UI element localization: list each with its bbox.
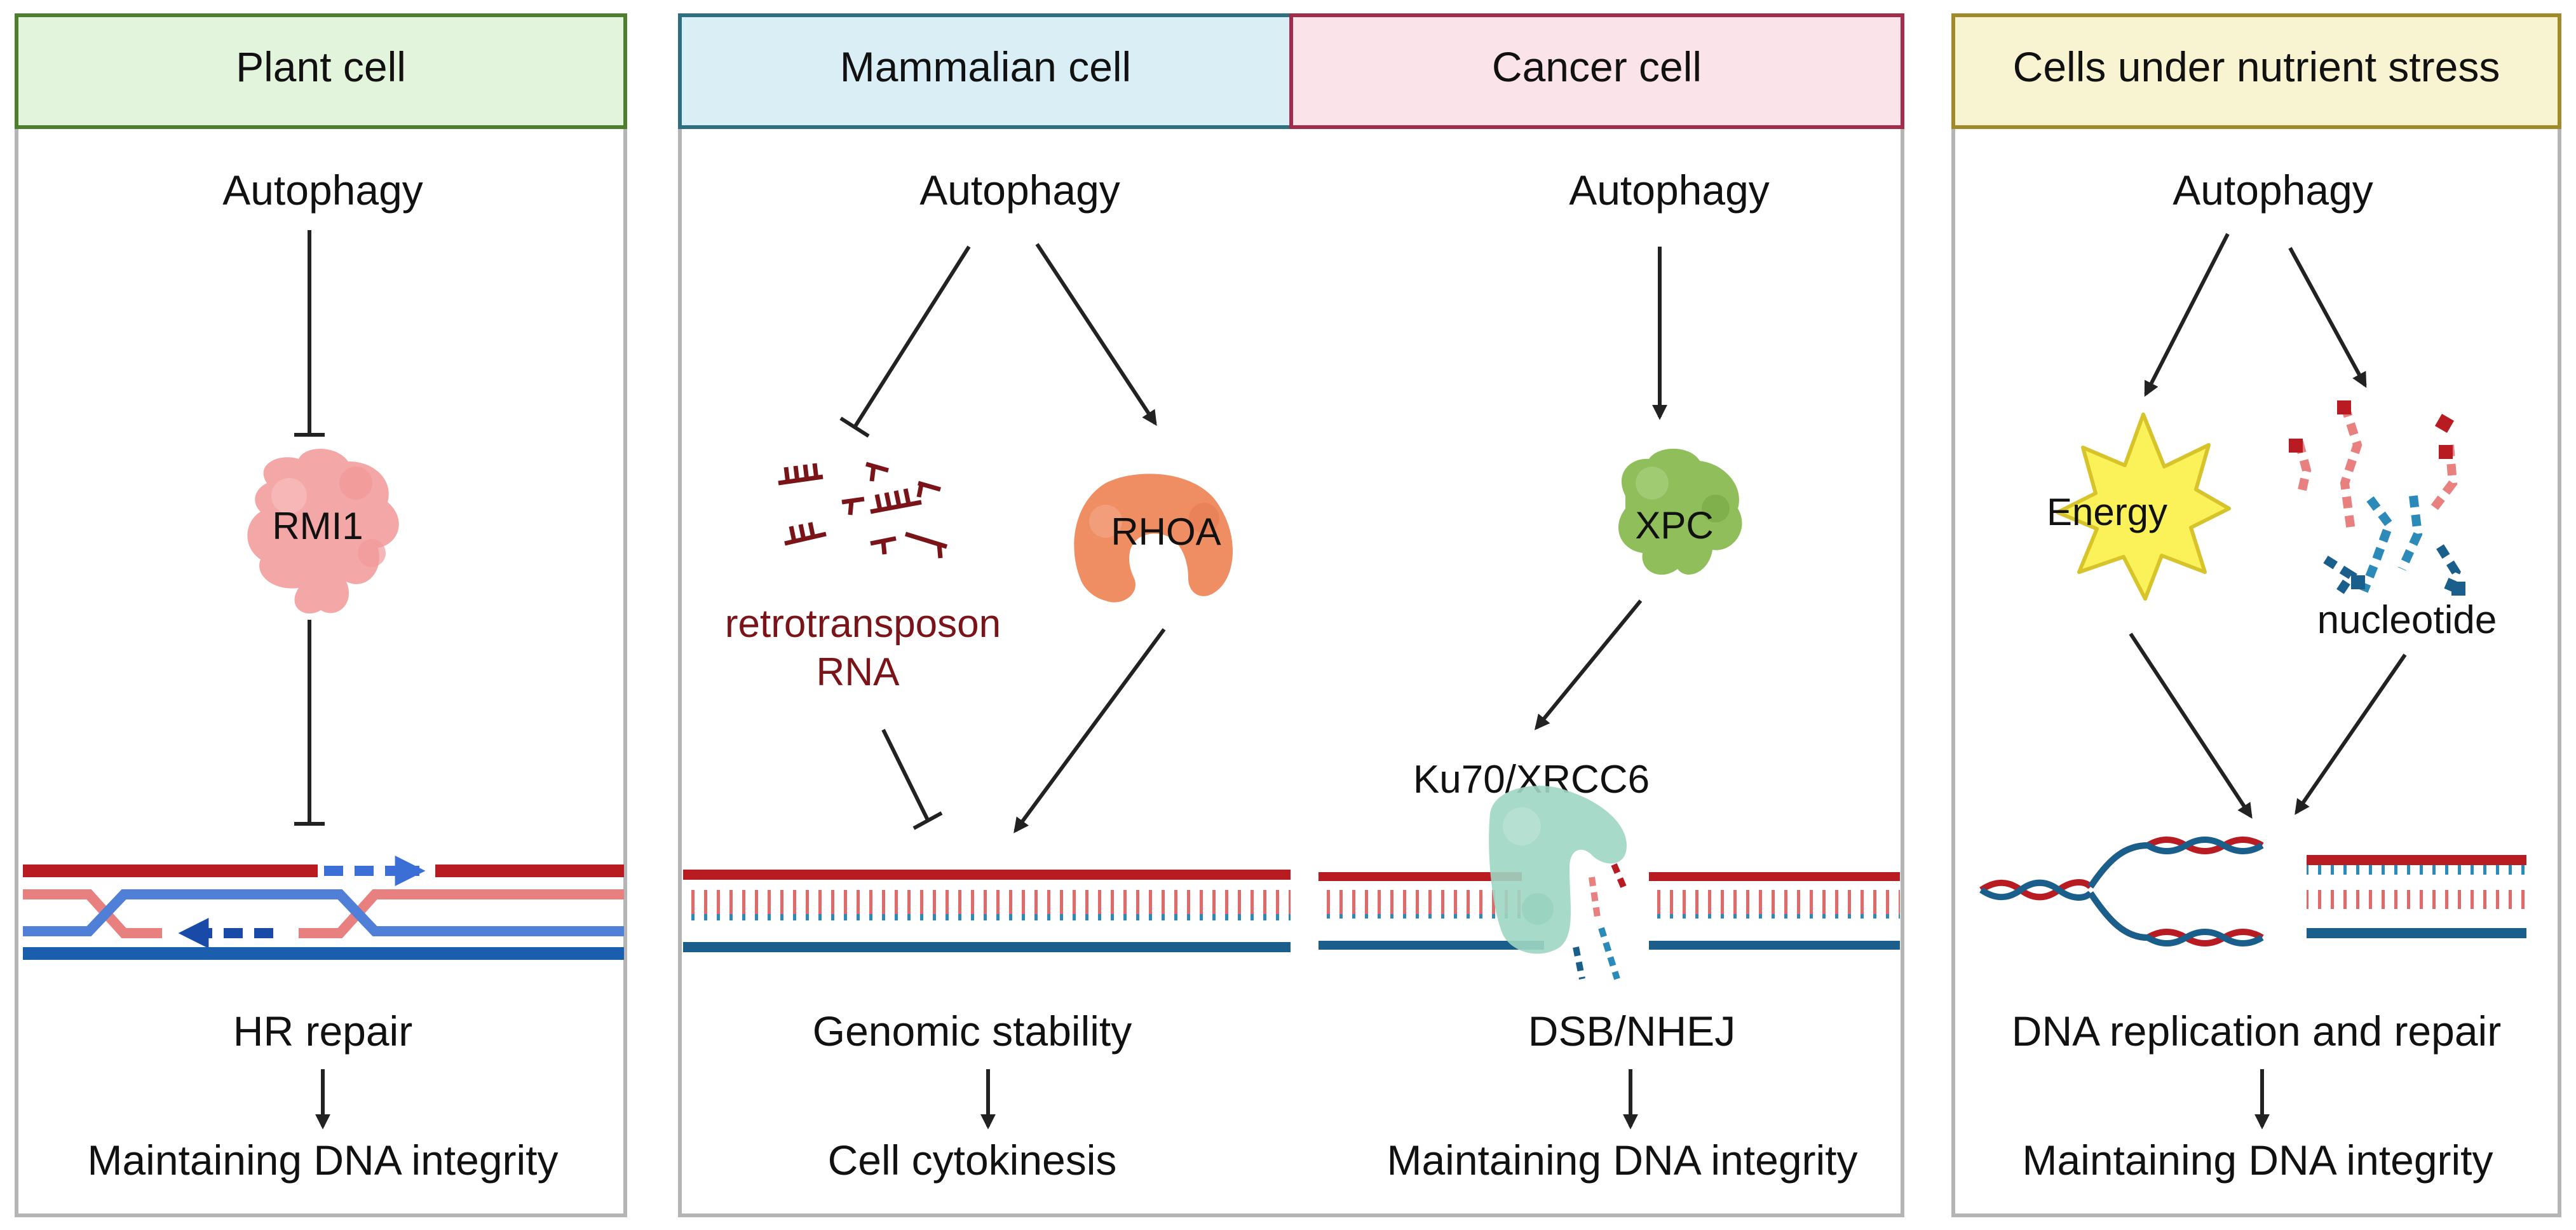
panel-nutrient-stress: Cells under nutrient stress Autophagy En… bbox=[1951, 13, 2561, 1217]
mammalian-inhibit-arrow-rna-genome bbox=[881, 728, 943, 830]
stress-autophagy-label: Autophagy bbox=[2173, 167, 2373, 214]
plant-autophagy-label: Autophagy bbox=[222, 167, 423, 214]
plant-outcome-label: Maintaining DNA integrity bbox=[87, 1137, 558, 1184]
mammalian-dna-ladder bbox=[683, 870, 1291, 952]
retrotransposon-label-line2: RNA bbox=[817, 650, 900, 694]
hr-repair-dna-diagram bbox=[23, 856, 624, 960]
cell-cytokinesis-label: Cell cytokinesis bbox=[828, 1137, 1117, 1184]
cancer-dna-left-segment bbox=[1319, 872, 1544, 950]
rhoa-protein-icon bbox=[1074, 474, 1233, 603]
xpc-label: XPC bbox=[1635, 504, 1713, 547]
stress-arrow-nucleotide bbox=[2288, 247, 2367, 388]
genomic-stability-label: Genomic stability bbox=[813, 1008, 1132, 1055]
mammalian-activate-arrow-rhoa bbox=[1035, 243, 1157, 427]
panel-mammalian-header-label: Mammalian cell bbox=[840, 43, 1131, 90]
dna-break-fragments bbox=[1573, 863, 1627, 980]
panel-mammalian-cancer: Mammalian cell Cancer cell Autophagy ret… bbox=[678, 13, 1904, 1217]
cancer-dna-right-segment bbox=[1649, 872, 1900, 950]
panel-stress-frame bbox=[1951, 13, 2561, 1217]
xpc-protein-icon bbox=[1618, 448, 1742, 575]
dna-replication-fork-icon bbox=[1979, 837, 2264, 946]
nucleotide-label: nucleotide bbox=[2317, 598, 2497, 642]
energy-label: Energy bbox=[2047, 491, 2167, 533]
panel-mammalian-header bbox=[678, 13, 1293, 129]
plant-inhibit-arrow-1 bbox=[294, 230, 325, 437]
panel-cancer-header bbox=[1289, 13, 1904, 129]
retrotransposon-label-line1: retrotransposon bbox=[725, 602, 1001, 646]
rmi1-protein-icon bbox=[247, 448, 399, 614]
mammalian-inhibit-arrow-rna bbox=[839, 245, 971, 438]
cancer-autophagy-label: Autophagy bbox=[1569, 167, 1770, 214]
panel-plant-header-label: Plant cell bbox=[236, 43, 406, 90]
panel-plant-header bbox=[15, 13, 627, 129]
panel-mammalian-cancer-frame bbox=[678, 13, 1904, 1217]
energy-starburst-icon bbox=[2056, 413, 2231, 601]
rhoa-label: RHOA bbox=[1111, 510, 1221, 553]
panel-stress-header bbox=[1951, 13, 2561, 129]
panel-cancer-header-label: Cancer cell bbox=[1492, 43, 1702, 90]
nucleotide-fragments-icon bbox=[2289, 400, 2465, 597]
stress-arrow-nucleotide-dna bbox=[2295, 653, 2407, 815]
dna-replication-repair-label: DNA replication and repair bbox=[2012, 1008, 2501, 1055]
cancer-activate-arrow-ku70 bbox=[1534, 599, 1643, 730]
dsb-nhej-label: DSB/NHEJ bbox=[1528, 1008, 1735, 1055]
panel-plant-cell: Plant cell Autophagy RMI1 bbox=[15, 13, 627, 1217]
stress-arrow-energy-dna bbox=[2129, 632, 2253, 819]
plant-inhibit-arrow-2 bbox=[294, 620, 325, 826]
stress-arrow-energy bbox=[2144, 233, 2230, 397]
cancer-outcome-label: Maintaining DNA integrity bbox=[1386, 1137, 1857, 1184]
panel-plant-frame bbox=[15, 13, 627, 1217]
hr-repair-label: HR repair bbox=[233, 1008, 412, 1055]
panel-stress-header-label: Cells under nutrient stress bbox=[2013, 43, 2500, 90]
rmi1-label: RMI1 bbox=[272, 505, 363, 547]
mammalian-autophagy-label: Autophagy bbox=[919, 167, 1120, 214]
ku70-protein-icon bbox=[1489, 786, 1627, 954]
retrotransposon-rna-icon bbox=[778, 461, 948, 559]
stress-dna-ladder bbox=[2307, 855, 2526, 938]
mammalian-activate-arrow-rhoa-genome bbox=[1013, 628, 1166, 833]
stress-outcome-label: Maintaining DNA integrity bbox=[2022, 1137, 2493, 1184]
